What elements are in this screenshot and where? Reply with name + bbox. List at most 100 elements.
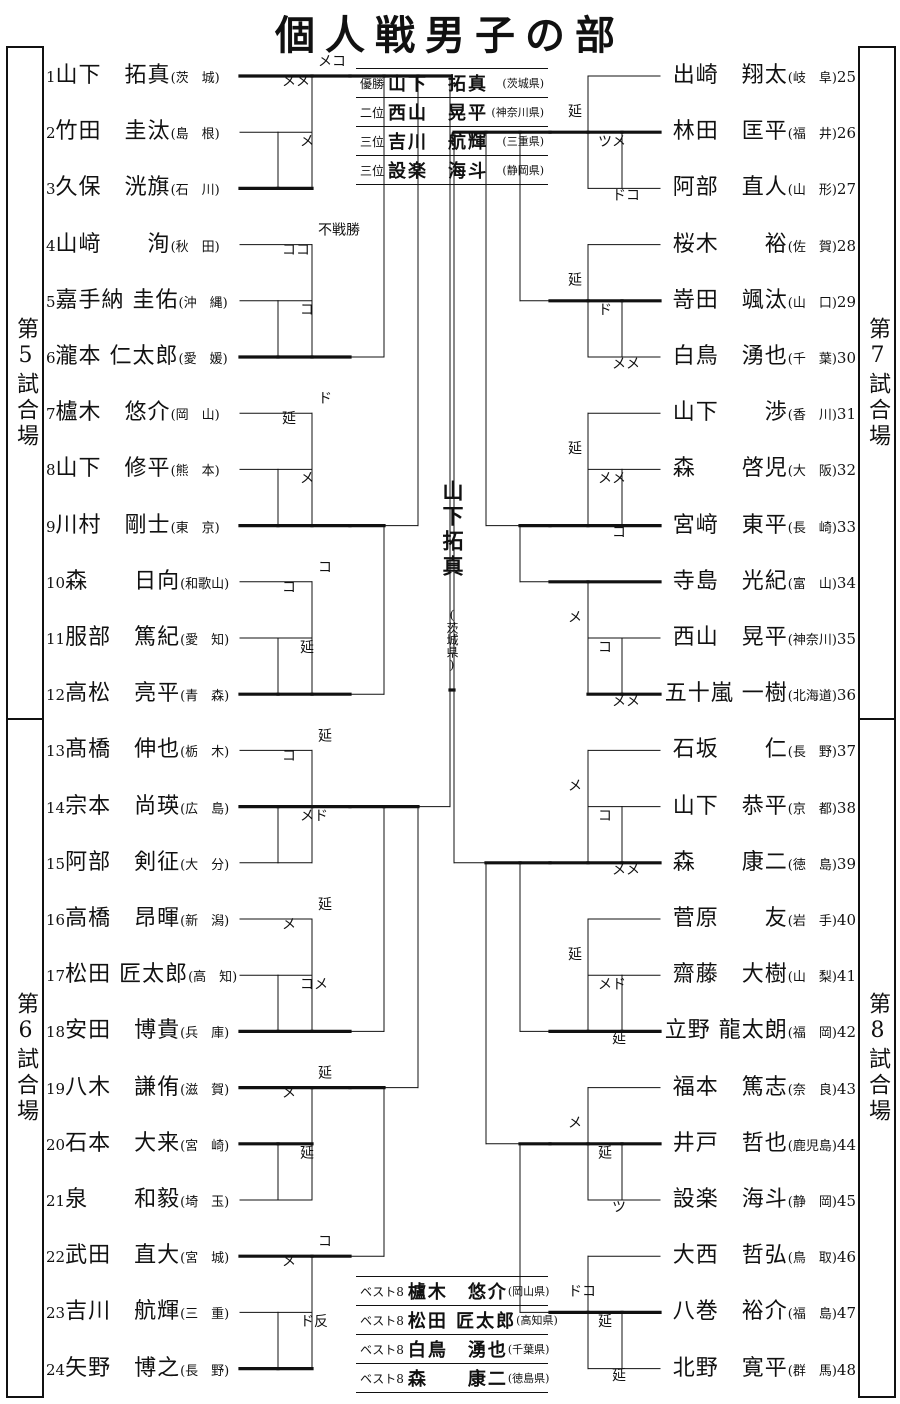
player-entry: 3久保 洸旗(石 川) [46, 173, 220, 203]
player-prefecture: (神奈川) [787, 633, 837, 648]
result-name: 松田 匠太郎 [407, 1311, 517, 1332]
player-number: 1 [46, 68, 56, 86]
player-prefecture: (大 分) [180, 857, 230, 873]
player-prefecture: (福 岡) [787, 1026, 837, 1042]
player-name: 西山 晃平 [672, 625, 788, 650]
player-entry: 5嘉手納 圭佑(沖 縄) [46, 286, 228, 316]
player-number: 48 [836, 1360, 856, 1379]
player-name: 齋藤 大樹 [672, 962, 788, 988]
player-prefecture: (滋 賀) [180, 1082, 230, 1098]
player-entry: 白鳥 湧也(千 葉)30 [673, 342, 856, 372]
player-number: 19 [46, 1079, 66, 1098]
player-number: 7 [46, 405, 56, 424]
score-label: ド [318, 391, 332, 407]
score-label: メメ [612, 694, 640, 710]
player-name: 菅原 友 [672, 906, 788, 931]
score-label: ツ [612, 1200, 626, 1216]
player-prefecture: (愛 媛) [178, 352, 228, 367]
result-row: 三位吉川 航輝(三重県) [356, 127, 548, 156]
score-label: コ [318, 1234, 332, 1250]
player-prefecture: (北海道) [787, 689, 837, 705]
score-label: メ [282, 1086, 296, 1102]
player-name: 石本 大来 [65, 1130, 181, 1156]
score-label: ツメ [598, 134, 626, 150]
player-entry: 森 康二(徳 島)39 [673, 848, 856, 878]
player-prefecture: (岩 手) [787, 914, 837, 929]
score-label: ド [598, 303, 612, 319]
player-entry: 井戸 哲也(鹿児島)44 [673, 1129, 856, 1159]
player-entry: 福本 篤志(奈 良)43 [673, 1073, 856, 1103]
score-label: コ [282, 748, 296, 764]
score-label: 延 [318, 897, 332, 913]
player-name: 山下 修平 [55, 456, 171, 482]
player-prefecture: (宮 城) [180, 1251, 230, 1267]
score-label: メ [300, 134, 314, 150]
venue-7-label: 第7試合場 [858, 46, 896, 720]
player-number: 38 [836, 798, 856, 817]
player-entry: 24矢野 博之(長 野) [46, 1354, 229, 1384]
result-pref: (神奈川県) [491, 106, 544, 119]
score-label: メ [300, 471, 314, 487]
score-label: メ [568, 778, 582, 794]
player-prefecture: (群 馬) [787, 1363, 837, 1379]
score-label: 不戦勝 [318, 223, 360, 239]
player-entry: 立野 龍太朗(福 岡)42 [665, 1016, 856, 1046]
score-label: 延 [318, 728, 332, 744]
result-rank: 三位 [360, 163, 385, 178]
player-entry: 22武田 直大(宮 城) [46, 1241, 229, 1271]
player-number: 9 [46, 517, 56, 536]
player-name: 嵜田 颯汰 [672, 287, 788, 313]
player-prefecture: (東 京) [170, 520, 220, 536]
player-entry: 11服部 篤紀(愛 知) [46, 623, 229, 653]
player-entry: 齋藤 大樹(山 梨)41 [673, 960, 856, 990]
player-prefecture: (高 知) [188, 970, 238, 986]
player-entry: 五十嵐 一樹(北海道)36 [665, 679, 856, 709]
player-entry: 西山 晃平(神奈川)35 [673, 623, 856, 653]
score-label: ド反 [300, 1314, 328, 1330]
score-label: コ [282, 580, 296, 596]
result-rank: ベスト8 [360, 1284, 404, 1299]
score-label: メメ [612, 357, 640, 373]
result-pref: (静岡県) [502, 164, 544, 177]
venue-6-label: 第6試合場 [6, 718, 44, 1398]
player-name: 大西 哲弘 [672, 1243, 788, 1269]
player-entry: 8山下 修平(熊 本) [46, 454, 220, 484]
result-pref: (徳島県) [507, 1372, 550, 1385]
player-prefecture: (千 葉) [787, 352, 837, 367]
player-prefecture: (長 野) [180, 1363, 230, 1379]
result-pref: (高知県) [516, 1314, 558, 1327]
player-prefecture: (京 都) [787, 801, 837, 817]
player-number: 20 [46, 1135, 66, 1154]
player-prefecture: (大 阪) [787, 464, 837, 480]
score-label: メ [282, 917, 296, 933]
result-name: 西山 晃平 [388, 103, 489, 124]
player-number: 37 [836, 742, 856, 761]
score-label: メド [300, 808, 328, 824]
player-number: 3 [46, 180, 56, 199]
player-prefecture: (茨 城) [170, 71, 220, 86]
score-label: メメ [282, 74, 310, 90]
champion-name: 山下拓真 [440, 480, 465, 580]
player-entry: 菅原 友(岩 手)40 [673, 904, 856, 934]
player-number: 17 [46, 967, 66, 986]
player-name: 出崎 翔太 [672, 63, 788, 88]
player-number: 23 [46, 1304, 66, 1323]
player-number: 18 [46, 1023, 66, 1042]
player-entry: 14宗本 尚瑛(広 島) [46, 792, 229, 822]
player-prefecture: (和歌山) [180, 576, 230, 592]
player-name: 白鳥 湧也 [672, 344, 788, 369]
player-entry: 2竹田 圭汰(島 根) [46, 117, 220, 147]
result-row: 優勝山下 拓真(茨城県) [356, 69, 548, 98]
score-label: ココ [282, 243, 310, 259]
player-number: 42 [836, 1023, 856, 1042]
player-entry: 19八木 謙侑(滋 賀) [46, 1073, 229, 1103]
venue-8-label: 第8試合場 [858, 718, 896, 1398]
player-name: 服部 篤紀 [65, 625, 181, 650]
player-name: 髙橋 伸也 [65, 737, 181, 763]
player-name: 矢野 博之 [65, 1355, 181, 1381]
score-label: 延 [282, 411, 296, 427]
player-prefecture: (熊 本) [170, 464, 220, 480]
